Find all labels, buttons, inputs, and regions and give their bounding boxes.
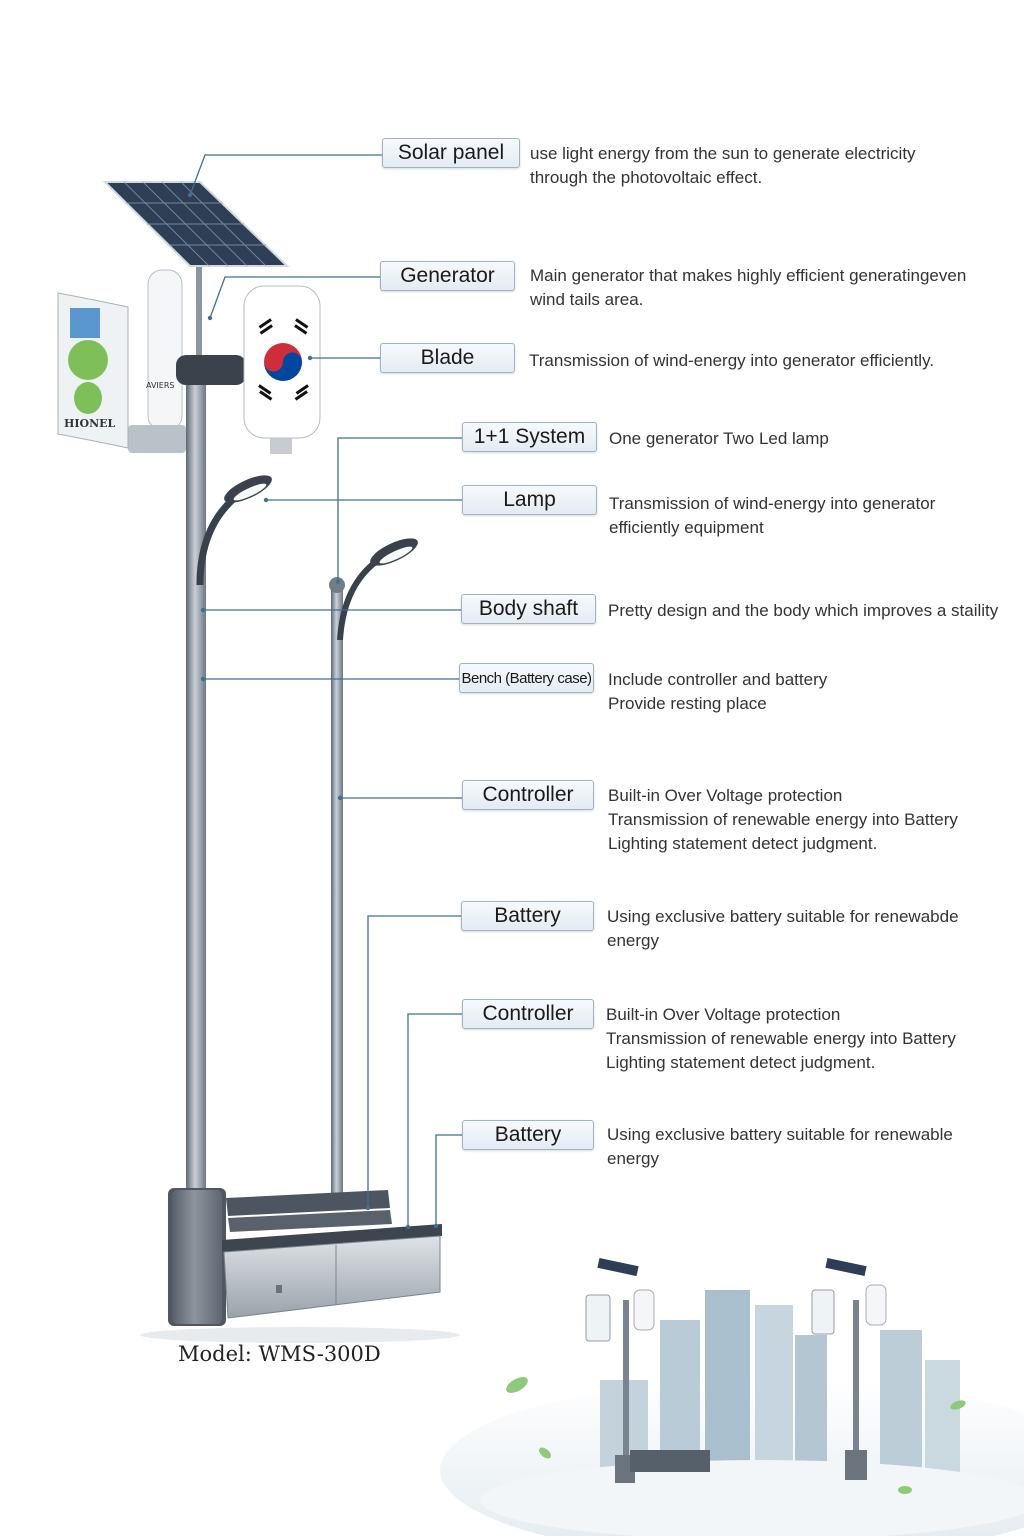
leader-dot xyxy=(307,355,313,361)
callout-description: One generator Two Led lamp xyxy=(609,427,829,451)
description-line: efficiently equipment xyxy=(609,518,764,537)
callout-label: Lamp xyxy=(462,485,597,515)
callout-description: Main generator that makes highly efficie… xyxy=(530,264,966,312)
callout-label: Battery xyxy=(462,1120,594,1150)
leader-dot xyxy=(200,676,206,682)
model-label: Model: WMS-300D xyxy=(178,1342,381,1366)
leader-lines xyxy=(187,154,462,1230)
callout-label: 1+1 System xyxy=(462,422,597,452)
leader-line xyxy=(435,1134,462,1226)
callout-description: Transmission of wind-energy into generat… xyxy=(529,349,934,373)
description-line: energy xyxy=(607,1149,659,1168)
description-line: Main generator that makes highly efficie… xyxy=(530,266,967,285)
description-line: Transmission of renewable energy into Ba… xyxy=(608,810,958,829)
description-line: Lighting statement detect judgment. xyxy=(606,1053,876,1072)
small-lamp-post-1 xyxy=(585,1257,710,1483)
description-line: Provide resting place xyxy=(608,694,767,713)
callout-label: Controller xyxy=(462,780,594,810)
leader-dot xyxy=(200,607,206,613)
description-line: use light energy from the sun to generat… xyxy=(530,144,916,163)
description-line: energy xyxy=(607,931,659,950)
callout-label: Blade xyxy=(380,343,515,373)
description-line: Transmission of wind-energy into generat… xyxy=(529,351,935,370)
description-line: Built-in Over Voltage protection xyxy=(606,1005,841,1024)
callout-label: Controller xyxy=(462,999,594,1029)
description-line: Pretty design and the body which improve… xyxy=(608,601,999,620)
callout-label: Bench (Battery case) xyxy=(459,663,594,693)
bench xyxy=(222,1190,442,1319)
leader-line xyxy=(407,1013,462,1227)
leader-line xyxy=(337,437,462,582)
ad-panel: HIONEL AVIERS xyxy=(57,292,174,449)
callout-description: Using exclusive battery suitable for ren… xyxy=(607,905,959,953)
generator xyxy=(128,269,246,453)
leader-dot xyxy=(187,192,193,198)
second-pole xyxy=(329,538,418,1200)
leader-line xyxy=(367,915,461,1208)
logo-text: HIONEL xyxy=(64,417,116,430)
leader-dot xyxy=(335,579,341,585)
description-line: Include controller and battery xyxy=(608,670,828,689)
callout-description: Transmission of wind-energy into generat… xyxy=(609,492,935,540)
description-line: Using exclusive battery suitable for ren… xyxy=(607,907,959,926)
leaves xyxy=(506,1377,966,1494)
main-lamp xyxy=(196,475,272,586)
callout-label: Generator xyxy=(380,261,515,291)
leader-dot xyxy=(433,1223,439,1229)
ground-shadow xyxy=(140,1327,460,1343)
description-line: wind tails area. xyxy=(530,290,644,309)
leader-dot xyxy=(365,1205,371,1211)
callout-description: Using exclusive battery suitable for ren… xyxy=(607,1123,953,1171)
leader-dot xyxy=(405,1224,411,1230)
callout-description: use light energy from the sun to generat… xyxy=(530,142,916,190)
callout-label: Solar panel xyxy=(382,138,520,168)
leader-line xyxy=(189,154,382,196)
description-line: through the photovoltaic effect. xyxy=(530,168,763,187)
city-background xyxy=(440,1290,1024,1536)
description-line: Using exclusive battery suitable for ren… xyxy=(607,1125,953,1144)
leader-dot xyxy=(263,497,269,503)
description-line: Built-in Over Voltage protection xyxy=(608,786,843,805)
description-line: Transmission of wind-energy into generat… xyxy=(609,494,936,513)
description-line: Transmission of renewable energy into Ba… xyxy=(606,1029,956,1048)
description-line: One generator Two Led lamp xyxy=(609,429,829,448)
leader-line xyxy=(209,276,380,319)
small-brand-text: AVIERS xyxy=(146,381,174,390)
callout-description: Pretty design and the body which improve… xyxy=(608,599,998,623)
callout-label: Battery xyxy=(461,901,594,931)
small-lamp-post-2 xyxy=(811,1257,887,1480)
callout-label: Body shaft xyxy=(461,594,596,624)
leader-dot xyxy=(207,315,213,321)
blade xyxy=(243,285,321,454)
solar-panel xyxy=(102,181,290,267)
leader-dot xyxy=(337,795,343,801)
description-line: Lighting statement detect judgment. xyxy=(608,834,878,853)
